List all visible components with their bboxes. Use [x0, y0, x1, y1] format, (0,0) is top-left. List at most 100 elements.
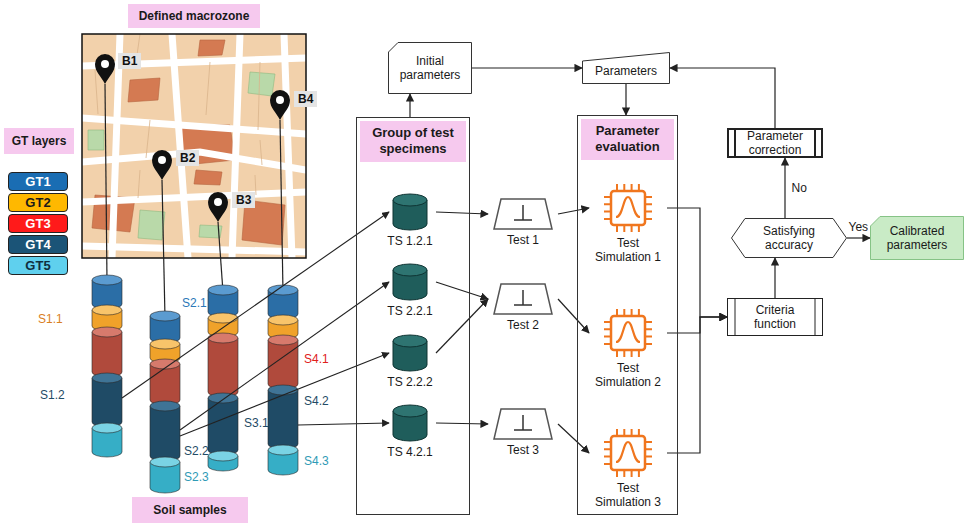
- legend-label: GT5: [25, 258, 50, 273]
- drawing-part: [276, 96, 284, 104]
- node-label: Test Simulation 3: [589, 481, 667, 510]
- drawing-part: [88, 130, 104, 150]
- drawing-part: [152, 150, 172, 180]
- flow-arrow: [436, 299, 488, 353]
- drawing-part: [514, 415, 532, 430]
- group-box: Group of test specimensTS 1.2.1TS 2.2.1T…: [356, 117, 470, 515]
- process-box: Criteria function: [727, 298, 823, 336]
- node-label: Test 2: [507, 318, 539, 332]
- node-label: Defined macrozone: [139, 9, 250, 23]
- flow-arrow: [784, 158, 785, 218]
- drawing-part: [208, 192, 228, 222]
- drawing-part: [732, 219, 847, 258]
- node-label: Criteria function: [727, 303, 823, 332]
- soil-layer-top: [268, 335, 298, 345]
- legend-swatch: GT2: [8, 193, 68, 212]
- drawing-part: [604, 309, 652, 357]
- node-label: TS 2.2.2: [387, 375, 432, 389]
- legend-swatch: GT1: [8, 172, 68, 191]
- flow-arrow: [558, 208, 589, 214]
- drawing-part: [728, 299, 823, 336]
- sample-label: S4.1: [304, 352, 329, 366]
- drawing-part: [128, 78, 160, 102]
- test-icon: [493, 283, 553, 315]
- soil-layer-top: [150, 339, 180, 349]
- drawing-part: [393, 194, 427, 206]
- edge-label: Yes: [847, 220, 871, 234]
- drawing-part: [494, 284, 552, 314]
- flow-arrow: [472, 67, 582, 68]
- sample-label: S4.2: [304, 394, 329, 408]
- soil-layer-top: [150, 457, 180, 467]
- sample-label: S2.3: [184, 470, 209, 484]
- drawing-part: [604, 309, 652, 357]
- flow-arrow: [436, 212, 488, 214]
- drawing-part: [393, 264, 427, 276]
- drawing-part: [604, 309, 652, 357]
- drawing-part: [604, 429, 652, 477]
- node-label: Test 3: [507, 443, 539, 457]
- sim-icon: [603, 308, 653, 358]
- flow-arrow: [436, 282, 488, 299]
- soil-layer: [92, 378, 122, 427]
- map-frame: [82, 34, 306, 258]
- drawing-part: [198, 40, 225, 56]
- soil-layer-top: [150, 311, 180, 321]
- soil-layer-top: [150, 401, 180, 411]
- drawing-part: [604, 184, 652, 232]
- drawing-part: [162, 180, 165, 318]
- node-label: Test 1: [507, 233, 539, 247]
- sim-icon: [603, 428, 653, 478]
- legend-label: GT4: [25, 237, 50, 252]
- simulation: Test Simulation 3: [589, 428, 667, 510]
- flow-arrow: [847, 237, 870, 238]
- sample-label: S2.2: [184, 444, 209, 458]
- drawing-part: [122, 212, 389, 398]
- legend-swatch: GT5: [8, 256, 68, 275]
- soil-layer-top: [92, 373, 122, 383]
- soil-layer-top: [268, 385, 298, 395]
- drawing-part: [604, 184, 652, 232]
- soil-layer-top: [268, 445, 298, 455]
- soil-layer-top: [208, 451, 238, 461]
- flow-arrow: [667, 317, 727, 333]
- drawing-part: [616, 197, 640, 217]
- specimen: TS 2.2.2: [384, 334, 436, 389]
- specimen: TS 4.2.1: [384, 404, 436, 459]
- sample-label: S3.1: [244, 416, 269, 430]
- drawing-part: [95, 34, 262, 198]
- node-label: TS 2.2.1: [387, 304, 432, 318]
- node-label: Parameters: [589, 58, 663, 78]
- test-icon: [493, 408, 553, 440]
- drawing-part: [611, 436, 645, 470]
- flow-arrow: [625, 84, 626, 115]
- flow-arrow: [436, 423, 488, 424]
- specimen: TS 1.2.1: [384, 193, 436, 248]
- drawing-part: [611, 191, 645, 225]
- drawing-part: [194, 170, 222, 185]
- borehole-tag: B4: [294, 91, 317, 107]
- node-label: Test Simulation 2: [589, 361, 667, 390]
- flow-arrow: [667, 317, 727, 453]
- group-heading: Parameter evaluation: [581, 119, 674, 160]
- drawing-part: [514, 205, 532, 220]
- manual-input: Parameters: [582, 52, 670, 84]
- edge-label: No: [790, 181, 809, 195]
- node-label: Satisfying accuracy: [731, 224, 847, 253]
- flow-arrow: [774, 258, 775, 298]
- soil-columns: [92, 275, 298, 493]
- drawing-part: [101, 60, 109, 68]
- sample-arrow: [122, 212, 389, 436]
- simulation: Test Simulation 1: [589, 183, 667, 265]
- drawing-part: [95, 34, 262, 198]
- drawing-part: [611, 316, 645, 350]
- drawing-part: [871, 217, 964, 260]
- sample-label: S1.1: [38, 312, 63, 326]
- borehole-pin: [95, 54, 290, 222]
- ts-icon: [392, 193, 428, 231]
- drawing-part: [298, 423, 389, 425]
- drawing-part: [494, 199, 552, 229]
- borehole-tag: B3: [232, 192, 255, 208]
